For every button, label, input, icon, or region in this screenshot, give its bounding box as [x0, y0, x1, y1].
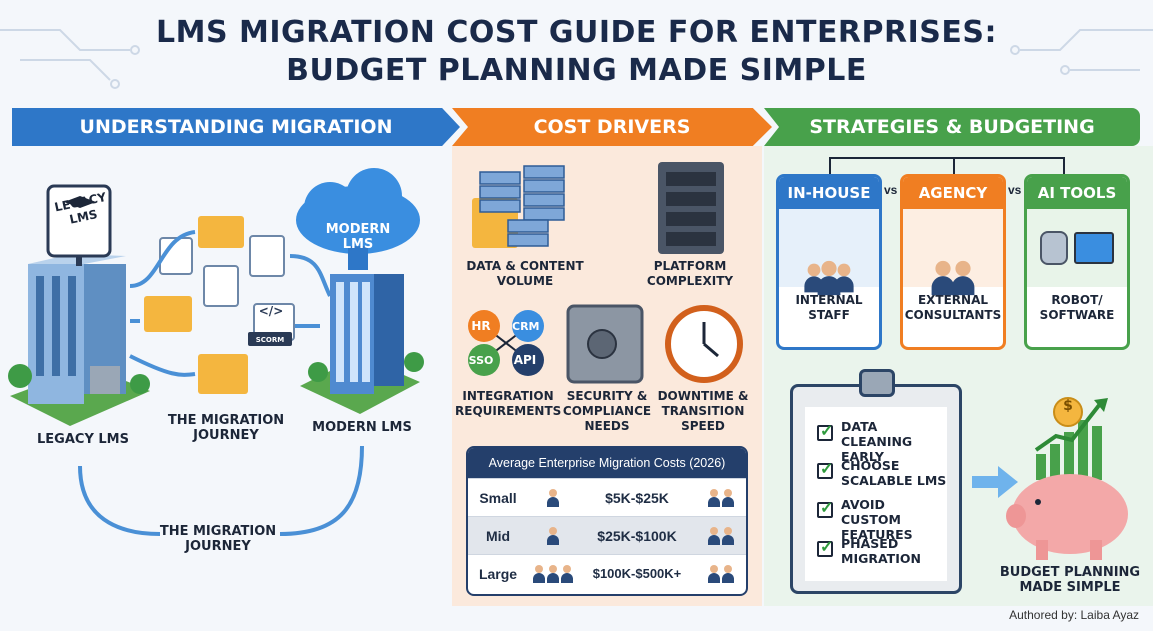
consultants-icon — [903, 209, 1003, 296]
check-icon — [817, 421, 833, 441]
table-row: Mid $25K-$100K — [468, 516, 746, 554]
section-banner-cost: COST DRIVERS — [452, 108, 772, 146]
driver-platform-complexity: PLATFORM COMPLEXITY — [646, 259, 734, 288]
check-icon — [817, 537, 833, 557]
driver-downtime: DOWNTIME & TRANSITION SPEED — [657, 389, 749, 433]
row-size: Large — [478, 565, 518, 582]
piggy-label: BUDGET PLANNING MADE SIMPLE — [999, 565, 1141, 595]
team-icon — [779, 209, 879, 296]
modern-lms-label: MODERN LMS — [312, 420, 412, 435]
title-line-1: LMS MIGRATION COST GUIDE FOR ENTERPRISES… — [155, 15, 997, 50]
strategy-card-ai: AI TOOLS ROBOT/ SOFTWARE — [1024, 174, 1130, 350]
check-icon — [817, 459, 833, 479]
coin-symbol: $ — [1063, 398, 1073, 414]
cost-driver-icons — [468, 162, 743, 384]
arrow-right-icon — [972, 466, 1018, 498]
people-icon — [528, 488, 578, 507]
integration-api: API — [513, 353, 537, 367]
flow-arrows — [78, 230, 364, 536]
growth-chart-icon — [1034, 398, 1108, 480]
strategy-label: ROBOT/ SOFTWARE — [1039, 293, 1115, 322]
row-range: $25K-$100K — [597, 527, 677, 544]
strategy-head: AI TOOLS — [1027, 177, 1127, 209]
scorm-badge: SCORM — [255, 336, 285, 344]
checklist-item: CHOOSE SCALABLE LMS — [841, 458, 947, 488]
cost-table: Average Enterprise Migration Costs (2026… — [466, 446, 748, 596]
vs-text: vs — [1008, 183, 1022, 197]
clipboard-clip-icon — [859, 369, 895, 397]
strategy-card-agency: AGENCY EXTERNAL CONSULTANTS — [900, 174, 1006, 350]
table-row: Large $100K-$500K+ — [468, 554, 746, 592]
title-line-2: BUDGET PLANNING MADE SIMPLE — [286, 53, 867, 88]
checklist-item: DATA CLEANING EARLY — [841, 419, 913, 464]
page-title: LMS MIGRATION COST GUIDE FOR ENTERPRISES… — [0, 14, 1153, 90]
section-banner-migration: UNDERSTANDING MIGRATION — [12, 108, 460, 146]
section-banner-strategies: STRATEGIES & BUDGETING — [764, 108, 1140, 146]
circuit-decoration — [0, 29, 1153, 89]
people-icon — [528, 526, 578, 545]
check-icon — [817, 498, 833, 518]
row-size: Mid — [485, 527, 511, 544]
cloud-label: MODERN LMS — [325, 222, 391, 252]
code-glyph: </> — [258, 304, 284, 318]
strategy-head: AGENCY — [903, 177, 1003, 209]
migration-illustration — [8, 168, 424, 536]
strategy-head: IN-HOUSE — [779, 177, 879, 209]
author-credit: Authored by: Laiba Ayaz — [1009, 608, 1139, 622]
robot-icon — [1027, 209, 1127, 287]
people-icon — [696, 488, 746, 507]
piggy-bank-icon — [1006, 474, 1128, 560]
cloud-icon — [296, 168, 420, 270]
database-icon — [472, 165, 565, 248]
integration-crm: CRM — [512, 320, 540, 333]
legacy-building-icon — [8, 254, 150, 426]
people-icon — [696, 526, 746, 545]
row-range: $100K-$500K+ — [592, 566, 682, 581]
integration-hr: HR — [471, 319, 491, 333]
people-icon — [696, 564, 746, 583]
journey-label-bottom: THE MIGRATION JOURNEY — [159, 524, 277, 554]
legacy-lms-label: LEGACY LMS — [37, 432, 129, 447]
checklist-item: AVOID CUSTOM FEATURES — [841, 497, 913, 542]
strategy-label: EXTERNAL CONSULTANTS — [904, 293, 1002, 322]
integration-sso: SSO — [468, 354, 494, 367]
coin-icon — [1053, 397, 1083, 427]
row-size: Small — [479, 489, 517, 506]
journey-label-top: THE MIGRATION JOURNEY — [167, 413, 285, 443]
cost-table-header: Average Enterprise Migration Costs (2026… — [468, 448, 746, 478]
driver-security: SECURITY & COMPLIANCE NEEDS — [562, 389, 652, 433]
piggy-bank-illustration — [972, 397, 1128, 560]
table-row: Small $5K-$25K — [468, 478, 746, 516]
safe-icon — [566, 304, 644, 384]
modern-building-icon — [300, 274, 424, 414]
driver-data-volume: DATA & CONTENT VOLUME — [466, 259, 584, 288]
vs-text: vs — [884, 183, 898, 197]
checklist-sheet: DATA CLEANING EARLY CHOOSE SCALABLE LMS … — [805, 407, 947, 581]
people-icon — [528, 564, 578, 583]
integration-icon — [468, 310, 544, 376]
checklist-item: PHASED MIGRATION — [841, 536, 921, 566]
strategy-card-inhouse: IN-HOUSE INTERNAL STAFF — [776, 174, 882, 350]
server-icon — [658, 162, 724, 254]
driver-integration: INTEGRATION REQUIREMENTS — [455, 389, 562, 418]
clock-icon — [665, 305, 743, 383]
checklist-clipboard: DATA CLEANING EARLY CHOOSE SCALABLE LMS … — [790, 369, 962, 594]
strategy-connector — [829, 157, 1065, 174]
strategy-label: INTERNAL STAFF — [795, 293, 863, 322]
row-range: $5K-$25K — [605, 489, 669, 506]
legacy-sign-icon — [46, 184, 112, 266]
